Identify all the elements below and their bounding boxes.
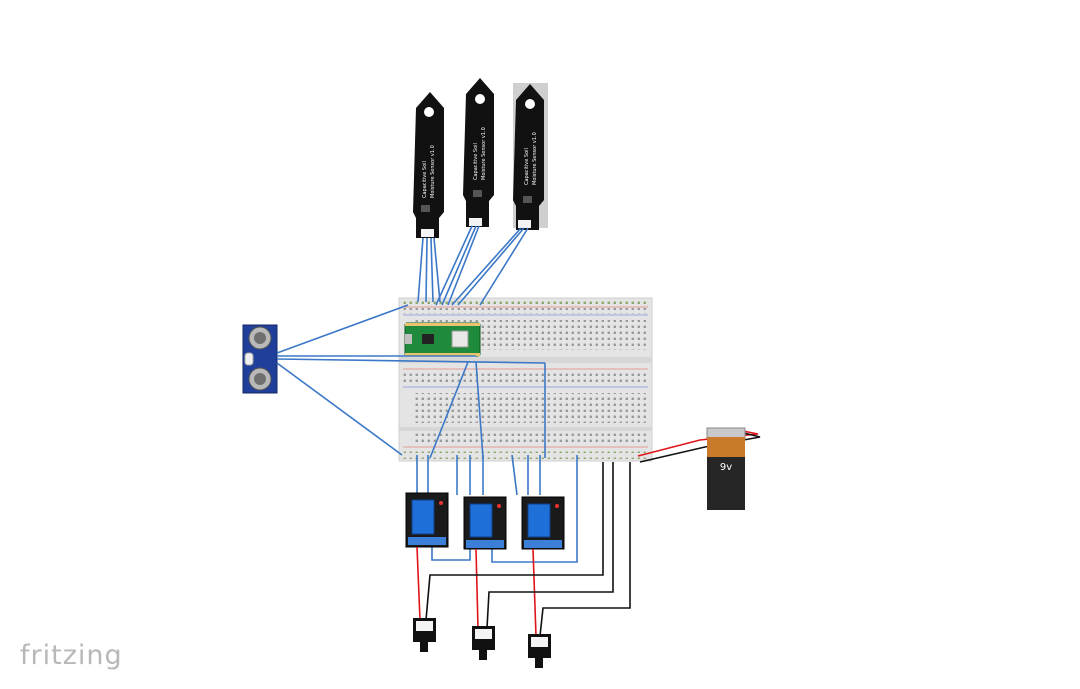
breadboard bbox=[398, 297, 653, 462]
soil-sensor-3: Capacitive Soil Moisture Sensor v1.0 bbox=[513, 83, 548, 230]
relay-module-1 bbox=[405, 492, 449, 548]
ultrasonic-sensor bbox=[242, 324, 278, 394]
ground-wires bbox=[425, 431, 761, 637]
signal-wires bbox=[276, 225, 578, 563]
sensor-3-label-2: Moisture Sensor v1.0 bbox=[532, 132, 538, 185]
valve-2 bbox=[472, 626, 495, 660]
soil-sensor-1: Capacitive Soil Moisture Sensor v1.0 bbox=[413, 92, 444, 238]
valve-3 bbox=[528, 634, 551, 668]
sensor-1-label-2: Moisture Sensor v1.0 bbox=[430, 145, 436, 198]
pico-board bbox=[404, 322, 481, 357]
battery-label: 9v bbox=[720, 462, 732, 473]
sensor-1-label-1: Capacitive Soil bbox=[422, 161, 428, 198]
soil-sensor-2: Capacitive Soil Moisture Sensor v1.0 bbox=[463, 78, 494, 227]
fritzing-watermark: fritzing bbox=[20, 640, 123, 671]
battery-9v: 9v bbox=[706, 427, 746, 510]
relay-module-2 bbox=[463, 496, 507, 550]
sensor-2-label-1: Capacitive Soil bbox=[473, 143, 479, 180]
sensor-3-label-1: Capacitive Soil bbox=[524, 148, 530, 185]
valve-1 bbox=[413, 618, 436, 652]
sensor-2-label-2: Moisture Sensor v1.0 bbox=[481, 127, 487, 180]
relay-module-3 bbox=[521, 496, 565, 550]
